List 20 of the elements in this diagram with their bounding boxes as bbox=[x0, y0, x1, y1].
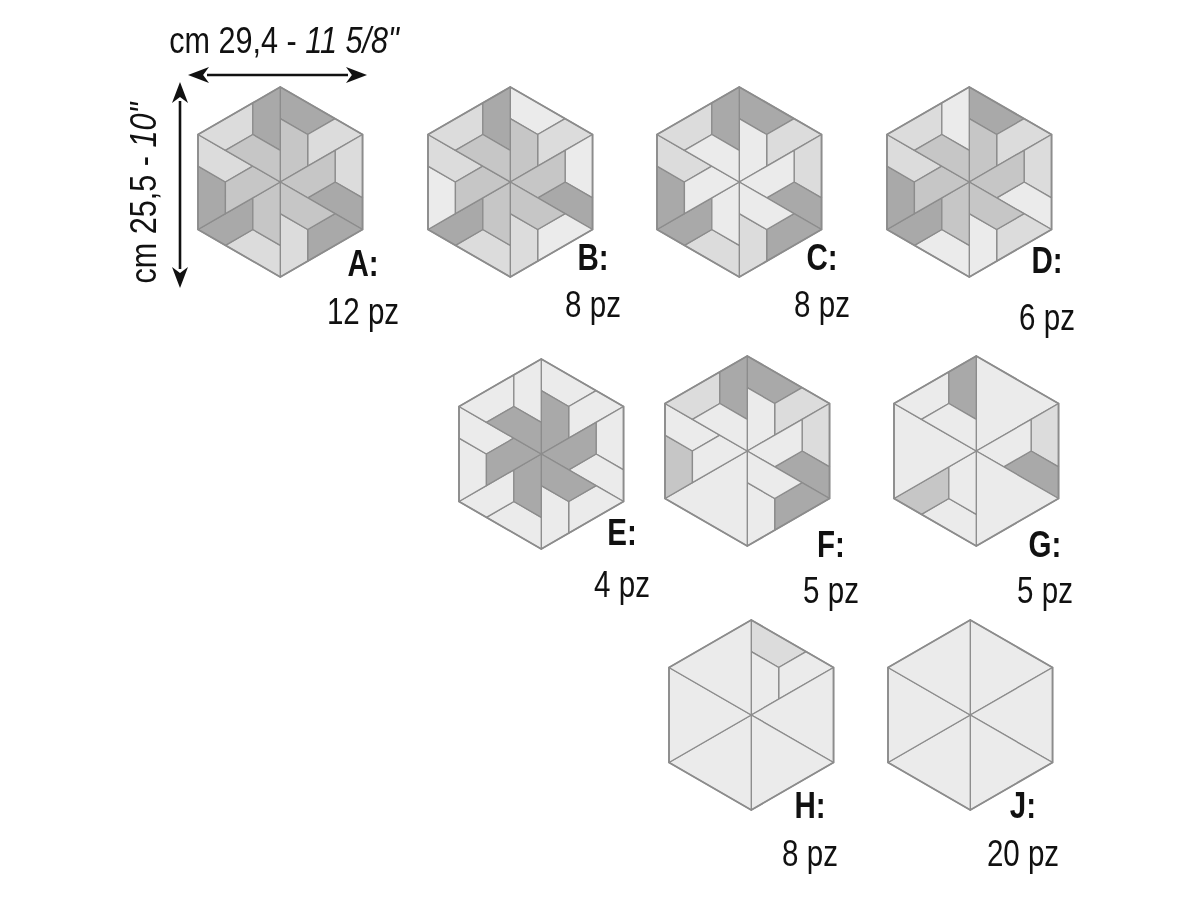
tile-letter: E: bbox=[607, 515, 637, 551]
tile-letter: B: bbox=[577, 240, 609, 276]
piece-count: 12 pz bbox=[326, 294, 400, 330]
dimension-label: cm 25,5 - 10" bbox=[126, 102, 162, 284]
piece-count: 8 pz bbox=[782, 836, 838, 872]
tile-letter: H: bbox=[794, 788, 826, 824]
piece-count: 20 pz bbox=[986, 836, 1060, 872]
tile-letter: G: bbox=[1028, 527, 1062, 563]
piece-count: 5 pz bbox=[1017, 573, 1073, 609]
tile-letter: J: bbox=[1009, 788, 1037, 824]
piece-count: 5 pz bbox=[803, 573, 859, 609]
dimension-label: cm 29,4 - 11 5/8" bbox=[169, 23, 399, 59]
tile-letter: F: bbox=[817, 527, 845, 563]
tile-letter: C: bbox=[806, 240, 838, 276]
piece-count: 8 pz bbox=[565, 287, 621, 323]
piece-count: 4 pz bbox=[594, 567, 650, 603]
tile-letter: D: bbox=[1031, 243, 1063, 279]
piece-count: 6 pz bbox=[1019, 300, 1075, 336]
piece-count: 8 pz bbox=[794, 287, 850, 323]
tile-letter: A: bbox=[347, 246, 379, 282]
